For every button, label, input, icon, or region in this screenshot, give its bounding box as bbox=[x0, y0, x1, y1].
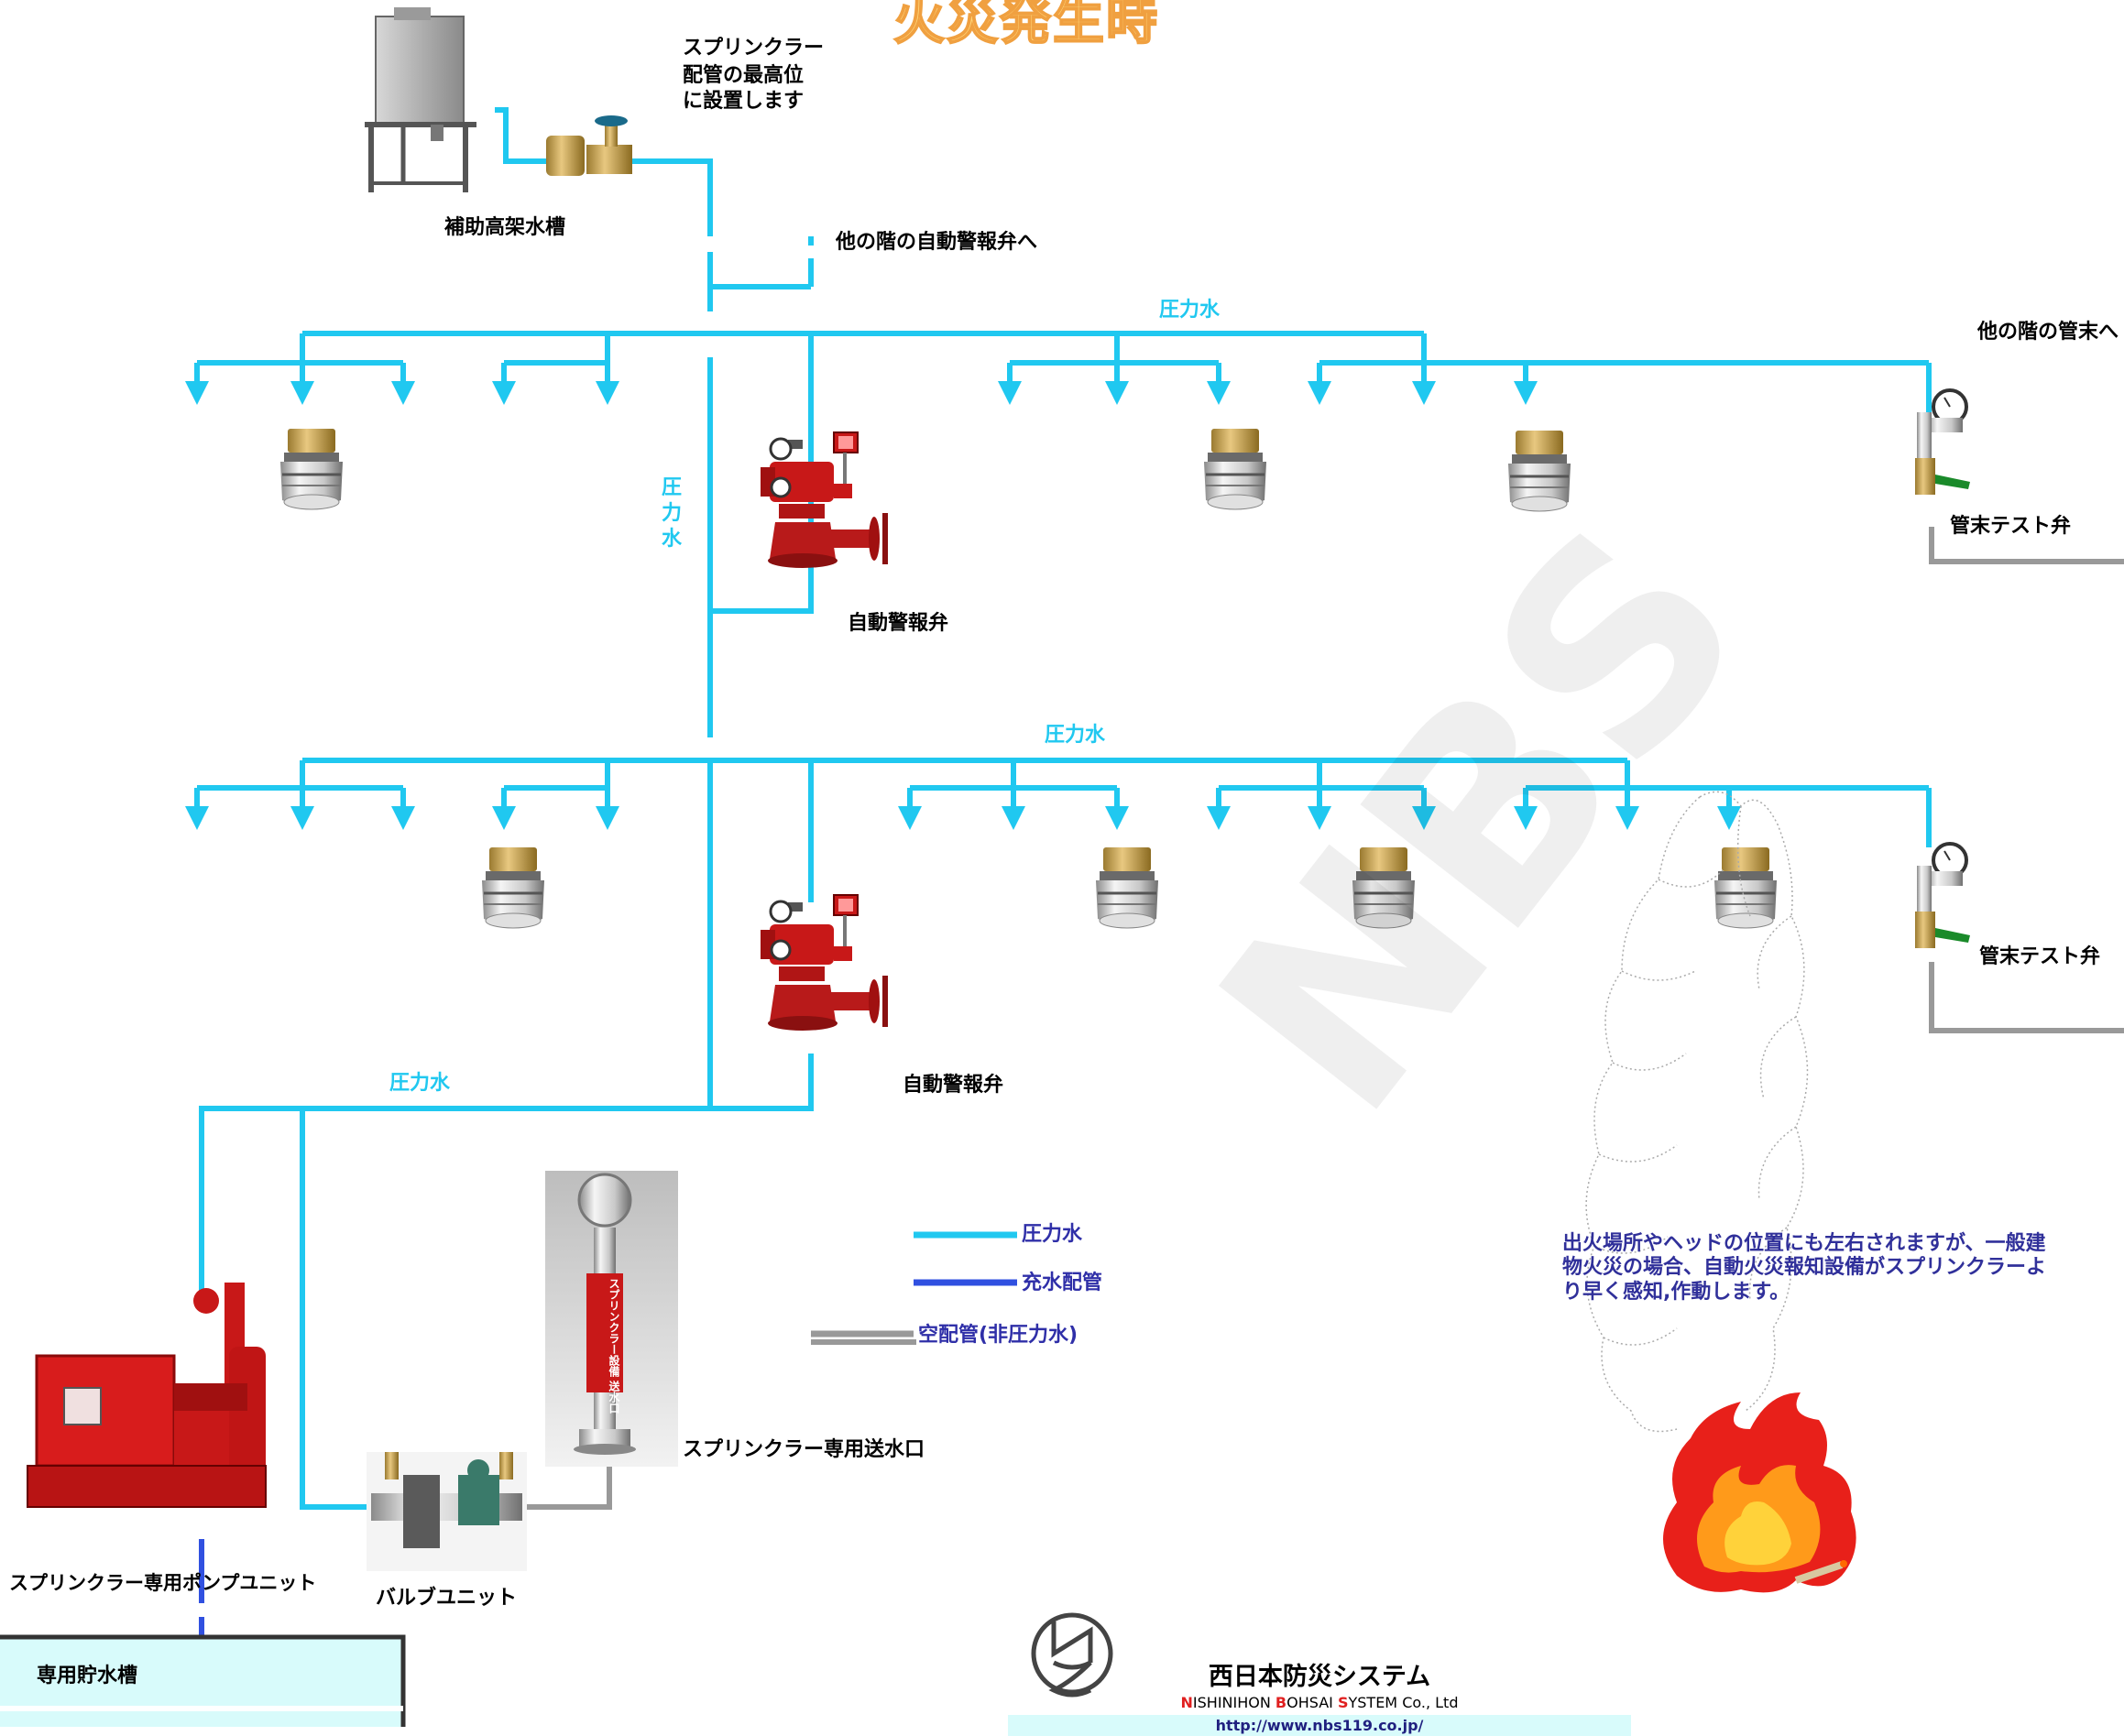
aux-tank-note-line2: 配管の最高位 bbox=[683, 64, 804, 87]
alarm-valve-floor-2 bbox=[761, 895, 885, 1031]
pump-unit-illustration bbox=[27, 1283, 266, 1507]
company-word-1: ISHINIHON bbox=[1193, 1694, 1275, 1711]
company-initial-b: B bbox=[1275, 1694, 1286, 1711]
sprinkler-arrows-floor-1 bbox=[185, 363, 1538, 405]
legend-pressure-water: 圧力水 bbox=[1022, 1223, 1082, 1246]
end-test-valve-label-floor-1: 管末テスト弁 bbox=[1950, 515, 2071, 538]
aux-tank-label: 補助高架水槽 bbox=[444, 216, 565, 239]
company-name-en: NISHINIHON BOHSAI SYSTEM Co., Ltd bbox=[1008, 1694, 1631, 1711]
to-other-floor-pipe-end-label: 他の階の管末へ bbox=[1977, 321, 2119, 344]
siamese-plate-line2: 送水口 bbox=[608, 1381, 620, 1414]
valve-unit-label: バルブユニット bbox=[376, 1587, 517, 1610]
alarm-valve-floor-1 bbox=[761, 432, 885, 568]
auxiliary-tank-illustration bbox=[365, 7, 476, 192]
check-and-gate-valve-illustration bbox=[546, 115, 632, 176]
company-word-3: YSTEM Co., Ltd bbox=[1348, 1694, 1458, 1711]
alarm-valve-label-floor-2: 自動警報弁 bbox=[903, 1074, 1003, 1097]
pressure-water-vertical-2: 力 bbox=[662, 502, 682, 525]
fire-detection-note: 出火場所やヘッドの位置にも左右されますが、一般建物火災の場合、自動火災報知設備が… bbox=[1562, 1232, 2057, 1305]
company-word-2: OHSAI bbox=[1286, 1694, 1338, 1711]
siamese-plate-line1: スプリンクラー設備 bbox=[608, 1278, 620, 1377]
valve-unit-illustration bbox=[367, 1452, 527, 1571]
end-test-valve-floor-2 bbox=[1915, 844, 1970, 948]
siamese-label: スプリンクラー専用送水口 bbox=[683, 1438, 925, 1461]
company-name-jp: 西日本防災システム bbox=[1008, 1656, 1631, 1692]
pump-unit-label: スプリンクラー専用ポンプユニット bbox=[9, 1572, 316, 1594]
pressure-water-vertical-3: 水 bbox=[662, 528, 682, 551]
end-test-valve-label-floor-2: 管末テスト弁 bbox=[1979, 945, 2100, 968]
end-test-valve-floor-1 bbox=[1915, 390, 1970, 495]
company-initial-n: N bbox=[1181, 1694, 1193, 1711]
legend-swatches bbox=[811, 1235, 1017, 1334]
siamese-plate-text: スプリンクラー設備 送水口 bbox=[589, 1278, 622, 1414]
alarm-valve-label-floor-1: 自動警報弁 bbox=[848, 612, 948, 635]
fire-icon bbox=[1663, 1392, 1856, 1592]
company-url-link[interactable]: http://www.nbs119.co.jp/ bbox=[1008, 1715, 1631, 1736]
reservoir-label: 専用貯水槽 bbox=[37, 1665, 137, 1687]
pressure-water-vertical-1: 圧 bbox=[662, 476, 682, 499]
aux-tank-note-line3: に設置します bbox=[683, 90, 804, 113]
company-block: 西日本防災システム NISHINIHON BOHSAI SYSTEM Co., … bbox=[1008, 1656, 1631, 1736]
page-title: 火災発生時 bbox=[893, 0, 1159, 54]
pressure-water-label-floor-2: 圧力水 bbox=[1045, 724, 1105, 747]
to-other-floor-alarm-label: 他の階の自動警報弁へ bbox=[836, 231, 1037, 254]
pressure-water-label-feed: 圧力水 bbox=[389, 1072, 450, 1095]
company-initial-s: S bbox=[1338, 1694, 1349, 1711]
aux-tank-note-line1: スプリンクラー bbox=[683, 37, 824, 60]
pressure-water-label-floor-1: 圧力水 bbox=[1159, 299, 1220, 322]
legend-dry-pipe: 空配管(非圧力水) bbox=[918, 1324, 1078, 1347]
legend-filled-pipe: 充水配管 bbox=[1022, 1272, 1102, 1294]
